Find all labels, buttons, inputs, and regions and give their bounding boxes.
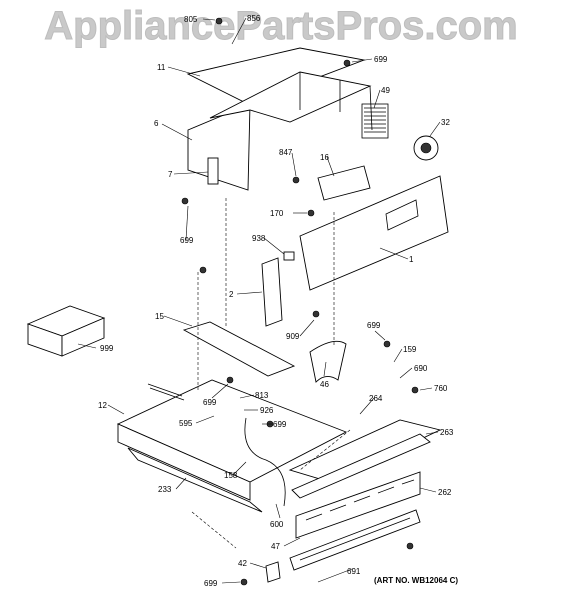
callout-16: 16	[320, 153, 329, 162]
part-6-back-frame	[187, 103, 251, 191]
callout-600: 600	[270, 520, 284, 529]
callout-760: 760	[434, 384, 448, 393]
callout-691: 691	[347, 567, 361, 576]
callout-909: 909	[286, 332, 300, 341]
part-1-control-panel	[299, 175, 449, 291]
callout-595: 595	[179, 419, 193, 428]
callout-699-mid-left: 699	[203, 398, 217, 407]
callout-labels: 805 856 699 11 49 6 32 847 16 7 170 699 …	[98, 14, 454, 588]
part-16-control-board	[317, 165, 371, 201]
part-7-bracket	[207, 157, 219, 185]
callout-856: 856	[247, 14, 261, 23]
leader-lines	[77, 17, 441, 584]
callout-690: 690	[414, 364, 428, 373]
callout-847: 847	[279, 148, 293, 157]
screws	[181, 17, 419, 586]
callout-805: 805	[184, 15, 198, 24]
callout-699-mid: 699	[273, 420, 287, 429]
callout-15: 15	[155, 312, 164, 321]
callout-264: 264	[369, 394, 383, 403]
watermark-text: AppliancePartsPros.com	[44, 4, 519, 49]
part-6-frame-top	[209, 71, 372, 123]
callout-159: 159	[403, 345, 417, 354]
part-263-trim	[291, 433, 431, 499]
callout-49: 49	[381, 86, 390, 95]
callout-6: 6	[154, 119, 159, 128]
callout-46: 46	[320, 380, 329, 389]
callout-699-left: 699	[180, 236, 194, 245]
part-2-side-trim	[261, 257, 283, 327]
callout-699-bottom: 699	[204, 579, 218, 588]
callout-47: 47	[271, 542, 280, 551]
part-938-clip	[283, 251, 295, 261]
callout-938: 938	[252, 234, 266, 243]
callout-926: 926	[260, 406, 274, 415]
callout-7: 7	[168, 170, 173, 179]
part-600-harness	[244, 417, 286, 507]
art-number: (ART NO. WB12064 C)	[374, 576, 459, 585]
part-15-rail	[182, 321, 296, 377]
part-49-vent	[361, 103, 389, 139]
callout-2: 2	[229, 290, 234, 299]
callout-999: 999	[100, 344, 114, 353]
callout-813: 813	[255, 391, 269, 400]
callout-158: 158	[224, 471, 238, 480]
part-691-bottom-strip	[289, 509, 421, 571]
callout-11: 11	[157, 63, 166, 72]
callout-32: 32	[441, 118, 450, 127]
part-264-trim	[288, 419, 442, 483]
callout-233: 233	[158, 485, 172, 494]
callout-699-right: 699	[367, 321, 381, 330]
part-46-shield	[309, 340, 347, 383]
callout-170: 170	[270, 209, 284, 218]
part-233-lower-tray	[127, 447, 263, 513]
callout-12: 12	[98, 401, 107, 410]
callout-262: 262	[438, 488, 452, 497]
callout-42: 42	[238, 559, 247, 568]
part-42-bracket	[265, 561, 281, 583]
callout-699-top: 699	[374, 55, 388, 64]
callout-263: 263	[440, 428, 454, 437]
callout-1: 1	[409, 255, 414, 264]
